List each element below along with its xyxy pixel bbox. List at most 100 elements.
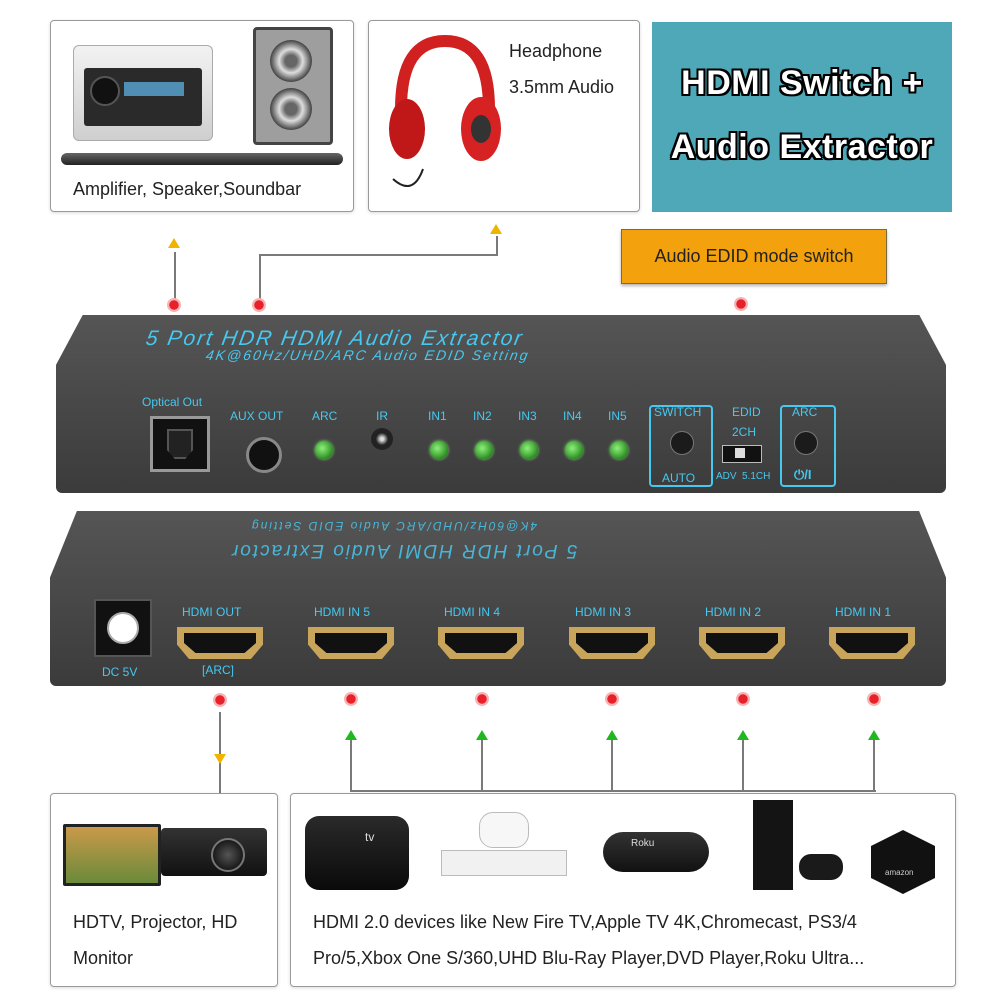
- xbox-controller-image: [479, 812, 529, 848]
- display-caption-2: Monitor: [73, 948, 134, 968]
- edid-adv-label: ADV: [716, 471, 737, 482]
- arrow-up-icon: [737, 730, 749, 740]
- input-label-3: IN3: [518, 409, 537, 423]
- amazon-logo: amazon: [885, 868, 914, 877]
- edid-2ch-label: 2CH: [732, 425, 757, 439]
- hdmi-input-label: HDMI IN 3: [575, 605, 632, 619]
- title-line-1: HDMI Switch +: [681, 64, 923, 102]
- roku-logo: Roku: [631, 838, 655, 849]
- marker-dot: [344, 692, 358, 706]
- hdmi-out-label: HDMI OUT: [182, 605, 242, 619]
- aux-jack: [246, 437, 282, 473]
- headphone-box: Headphone 3.5mm Audio: [368, 20, 640, 212]
- dc-power-jack: [94, 599, 152, 657]
- connector-line: [259, 254, 261, 300]
- marker-dot: [605, 692, 619, 706]
- hdmi-input-port: [829, 627, 915, 659]
- arc-button-frame: [780, 405, 836, 487]
- marker-dot: [736, 692, 750, 706]
- connector-line: [219, 712, 221, 794]
- source-caption-1: HDMI 2.0 devices like New Fire TV,Apple …: [313, 912, 857, 932]
- input-led-4: [565, 441, 583, 459]
- back-mirror-title: 5 Port HDR HDMI Audio Extractor: [230, 540, 578, 561]
- front-panel-device: 5 Port HDR HDMI Audio Extractor 4K@60Hz/…: [56, 315, 946, 493]
- arc-label: ARC: [312, 409, 338, 423]
- arrow-up-icon: [606, 730, 618, 740]
- apple-tv-logo: tv: [365, 830, 375, 844]
- edid-slide-switch[interactable]: [722, 445, 762, 463]
- roku-image: Roku: [603, 832, 709, 872]
- hdmi-input-port: [308, 627, 394, 659]
- switch-button-frame: [649, 405, 713, 487]
- input-label-5: IN5: [608, 409, 627, 423]
- display-caption-1: HDTV, Projector, HD: [73, 912, 238, 932]
- projector-image: [161, 828, 267, 876]
- connector-line: [352, 790, 876, 792]
- input-label-1: IN1: [428, 409, 447, 423]
- display-box: HDTV, Projector, HD Monitor: [50, 793, 278, 987]
- optical-port: [150, 416, 210, 472]
- hdmi-input-label: HDMI IN 5: [314, 605, 371, 619]
- connector-line: [350, 740, 352, 792]
- marker-dot: [734, 297, 748, 311]
- arc-tag: [ARC]: [202, 663, 235, 677]
- input-led-3: [520, 441, 538, 459]
- headphone-image: [389, 34, 501, 188]
- arrow-up-icon: [345, 730, 357, 740]
- ps4-controller-image: [799, 854, 843, 880]
- title-line-2: Audio Extractor: [670, 128, 934, 166]
- connector-line: [611, 740, 613, 792]
- back-mirror-subtitle: 4K@60Hz/UHD/ARC Audio EDID Setting: [250, 519, 538, 533]
- hdmi-input-label: HDMI IN 4: [444, 605, 501, 619]
- switch-button[interactable]: [670, 431, 694, 455]
- connector-line: [873, 740, 875, 792]
- source-devices-box: tv Roku amazon HDMI 2.0 devices like New…: [290, 793, 956, 987]
- marker-dot: [252, 298, 266, 312]
- fire-tv-image: amazon: [871, 830, 935, 894]
- auto-label: AUTO: [662, 471, 696, 485]
- arrow-down-icon: [214, 754, 226, 764]
- ir-sensor: [371, 428, 393, 450]
- input-led-1: [430, 441, 448, 459]
- optical-label: Optical Out: [142, 395, 203, 409]
- hdmi-input-port: [438, 627, 524, 659]
- dc-label: DC 5V: [102, 665, 138, 679]
- hdtv-image: [63, 824, 161, 886]
- connector-line: [496, 236, 498, 256]
- hdmi-input-label: HDMI IN 1: [835, 605, 892, 619]
- source-caption-2: Pro/5,Xbox One S/360,UHD Blu-Ray Player,…: [313, 948, 865, 968]
- marker-dot: [867, 692, 881, 706]
- power-icon: ⏻/I: [794, 467, 812, 482]
- hdmi-input-port: [569, 627, 655, 659]
- headphone-label: Headphone: [509, 41, 603, 61]
- apple-tv-image: tv: [305, 816, 409, 890]
- ir-label: IR: [376, 409, 388, 423]
- switch-label: SWITCH: [654, 405, 702, 419]
- connector-line: [174, 252, 176, 300]
- ps4-image: [753, 800, 793, 890]
- xbox-image: [441, 850, 567, 876]
- arrow-up-icon: [476, 730, 488, 740]
- arrow-up-icon: [868, 730, 880, 740]
- amplifier-image: [73, 45, 213, 141]
- hdmi-input-label: HDMI IN 2: [705, 605, 762, 619]
- arc-button-label: ARC: [792, 405, 818, 419]
- arc-power-button[interactable]: [794, 431, 818, 455]
- soundbar-image: [61, 153, 343, 165]
- edid-callout: Audio EDID mode switch: [621, 229, 887, 284]
- title-box: HDMI Switch + Audio Extractor: [652, 22, 952, 212]
- back-panel-device: 5 Port HDR HDMI Audio Extractor 4K@60Hz/…: [50, 511, 946, 686]
- connector-line: [481, 740, 483, 792]
- audio-jack-label: 3.5mm Audio: [509, 77, 615, 97]
- hdmi-input-port: [699, 627, 785, 659]
- input-label-2: IN2: [473, 409, 492, 423]
- arc-led: [315, 441, 333, 459]
- input-label-4: IN4: [563, 409, 582, 423]
- connector-line: [742, 740, 744, 792]
- speaker-image: [253, 27, 333, 145]
- marker-dot: [167, 298, 181, 312]
- amplifier-caption: Amplifier, Speaker,Soundbar: [73, 179, 302, 199]
- amplifier-box: Amplifier, Speaker,Soundbar: [50, 20, 354, 212]
- input-led-5: [610, 441, 628, 459]
- front-subtitle: 4K@60Hz/UHD/ARC Audio EDID Setting: [204, 347, 532, 363]
